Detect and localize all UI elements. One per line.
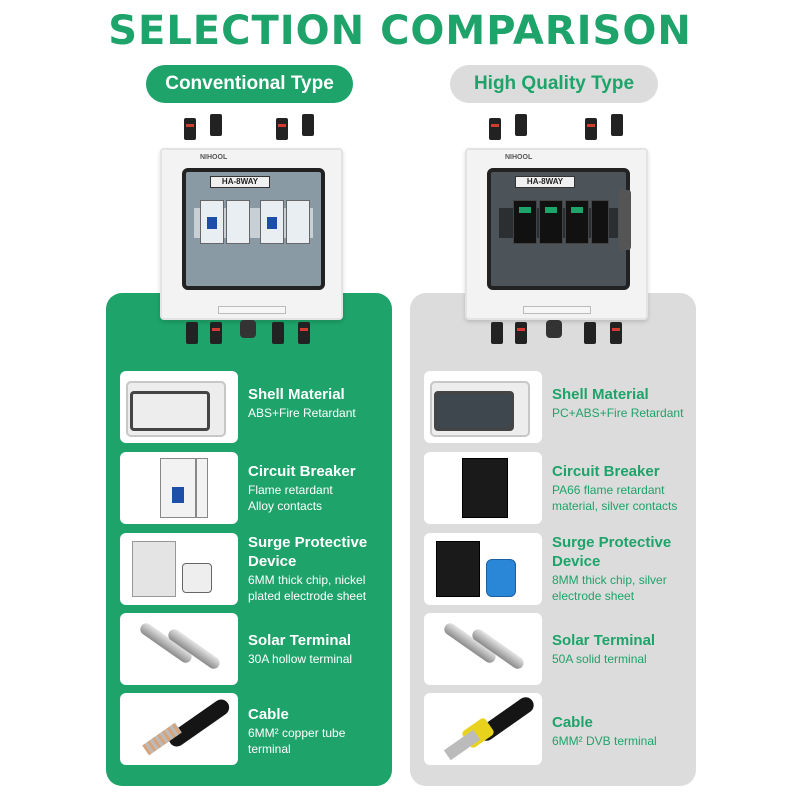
- item-title: Shell Material: [552, 386, 649, 403]
- list-item: Solar Terminal 30A hollow terminal: [106, 613, 392, 685]
- item-title: Cable: [248, 706, 289, 723]
- list-item: Surge Protective Device 6MM thick chip, …: [106, 533, 392, 605]
- mc4-connector-icon: [610, 322, 622, 344]
- combiner-box-conventional: NIHOOL HA-8WAY: [160, 148, 343, 320]
- high-quality-panel: Shell Material PC+ABS+Fire Retardant Cir…: [410, 293, 696, 786]
- box-label: HA-8WAY: [210, 176, 270, 188]
- item-desc: Alloy contacts: [248, 499, 323, 513]
- spd-icon: [424, 533, 542, 605]
- box-label: HA-8WAY: [515, 176, 575, 188]
- item-desc: PA66 flame retardant: [552, 483, 665, 497]
- list-item: Cable 6MM² copper tube terminal: [106, 693, 392, 765]
- item-title: Shell Material: [248, 386, 345, 403]
- box-window: HA-8WAY: [487, 168, 630, 290]
- item-desc: ABS+Fire Retardant: [248, 406, 356, 420]
- list-item: Shell Material PC+ABS+Fire Retardant: [410, 371, 696, 443]
- item-desc: 6MM thick chip, nickel: [248, 573, 366, 587]
- item-desc: PC+ABS+Fire Retardant: [552, 406, 684, 420]
- shell-icon: [424, 371, 542, 443]
- item-desc: electrode sheet: [552, 589, 635, 603]
- mc4-connector-icon: [272, 322, 284, 344]
- item-title: Solar Terminal: [552, 632, 656, 649]
- conventional-panel: Shell Material ABS+Fire Retardant Circui…: [106, 293, 392, 786]
- item-desc: 30A hollow terminal: [248, 652, 353, 666]
- mc4-connector-icon: [298, 322, 310, 344]
- mc4-connector-icon: [515, 322, 527, 344]
- item-title-line2: Device: [552, 553, 601, 570]
- box-window: HA-8WAY: [182, 168, 325, 290]
- item-desc: 50A solid terminal: [552, 652, 647, 666]
- item-title: Cable: [552, 714, 593, 731]
- list-item: Circuit Breaker Flame retardant Alloy co…: [106, 452, 392, 524]
- box-brand: NIHOOL: [200, 154, 228, 161]
- list-item: Solar Terminal 50A solid terminal: [410, 613, 696, 685]
- cable-icon: [424, 693, 542, 765]
- breaker-icon: [120, 452, 238, 524]
- page-title: SELECTION COMPARISON: [108, 8, 692, 54]
- breaker-icon: [424, 452, 542, 524]
- mc4-connector-icon: [611, 114, 623, 136]
- item-title: Surge Protective: [552, 534, 672, 551]
- item-title: Circuit Breaker: [552, 463, 660, 480]
- tab-conventional[interactable]: Conventional Type: [146, 65, 353, 103]
- terminal-icon: [120, 613, 238, 685]
- mc4-connector-icon: [184, 118, 196, 140]
- item-title: Surge Protective: [248, 534, 368, 551]
- mc4-connector-icon: [585, 118, 597, 140]
- box-brand: NIHOOL: [505, 154, 533, 161]
- item-desc: plated electrode sheet: [248, 589, 367, 603]
- mc4-connector-icon: [491, 322, 503, 344]
- mc4-connector-icon: [210, 114, 222, 136]
- tab-high-quality[interactable]: High Quality Type: [450, 65, 658, 103]
- item-desc: Flame retardant: [248, 483, 333, 497]
- item-title: Solar Terminal: [248, 632, 352, 649]
- cable-gland-icon: [240, 320, 256, 338]
- terminal-icon: [424, 613, 542, 685]
- list-item: Surge Protective Device 8MM thick chip, …: [410, 533, 696, 605]
- item-desc: 6MM² copper tube: [248, 726, 346, 740]
- item-title-line2: Device: [248, 553, 297, 570]
- item-desc: terminal: [248, 742, 291, 756]
- mc4-connector-icon: [515, 114, 527, 136]
- list-item: Circuit Breaker PA66 flame retardant mat…: [410, 452, 696, 524]
- mc4-connector-icon: [302, 114, 314, 136]
- spd-icon: [120, 533, 238, 605]
- list-item: Cable 6MM² DVB terminal: [410, 693, 696, 765]
- item-desc: 8MM thick chip, silver: [552, 573, 667, 587]
- list-item: Shell Material ABS+Fire Retardant: [106, 371, 392, 443]
- mc4-connector-icon: [489, 118, 501, 140]
- mc4-connector-icon: [186, 322, 198, 344]
- mc4-connector-icon: [584, 322, 596, 344]
- mc4-connector-icon: [210, 322, 222, 344]
- cable-gland-icon: [546, 320, 562, 338]
- shell-icon: [120, 371, 238, 443]
- item-desc: 6MM² DVB terminal: [552, 734, 657, 748]
- mc4-connector-icon: [276, 118, 288, 140]
- item-title: Circuit Breaker: [248, 463, 356, 480]
- combiner-box-high-quality: NIHOOL HA-8WAY: [465, 148, 648, 320]
- item-desc: material, silver contacts: [552, 499, 678, 513]
- cable-icon: [120, 693, 238, 765]
